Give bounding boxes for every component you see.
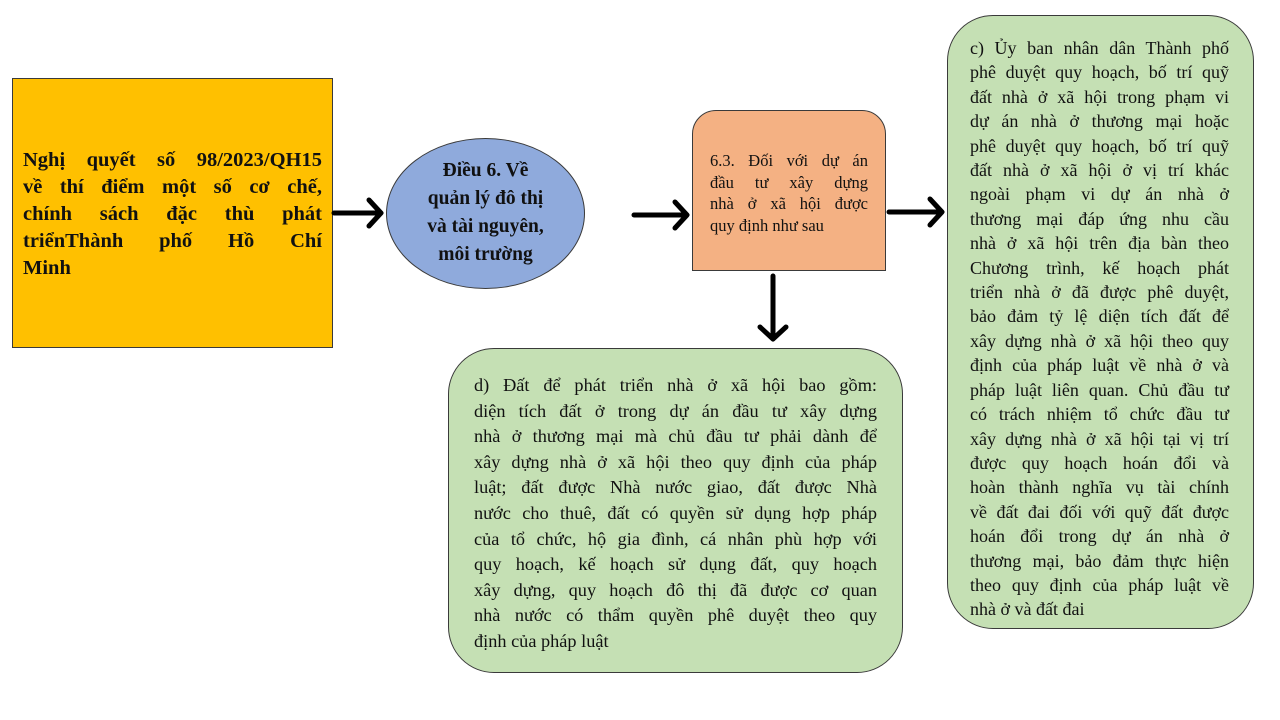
text-line: và tài nguyên, [427, 216, 544, 237]
text-line: Nghị quyết số 98/2023/QH15 [23, 149, 322, 171]
text-line: quy hoạch, kế hoạch sử dụng đất, quy hoạ… [474, 554, 877, 575]
text-line: d) Đất để phát triển nhà ở xã hội bao gồ… [474, 375, 877, 395]
text-line: bảo đảm tỷ lệ diện tích đất để [970, 306, 1229, 327]
text-line: hoán đổi trong dự án nhà ở [970, 526, 1229, 547]
text-line: Minh [23, 257, 71, 279]
text-line: Điều 6. Về [442, 160, 529, 181]
point-c-box: c) Ủy ban nhân dân Thành phố phê duyệt qu… [947, 15, 1254, 629]
text-line: được quy hoạch hoán đổi và [970, 452, 1229, 473]
text-line: c) Ủy ban nhân dân Thành phố [970, 38, 1229, 58]
text-line: nhà ở thương mại mà chủ đầu tư phải dành… [474, 426, 877, 447]
article-ellipse: Điều 6. Về quản lý đô thị và tài nguyên, mô… [386, 138, 585, 289]
text-line: nước cho thuê, đất có quyền sử dụng hợp … [474, 502, 877, 523]
article-text: Điều 6. Về quản lý đô thị và tài nguyên, mô… [387, 157, 584, 269]
text-line: về đất đai đối với quỹ đất được [970, 501, 1229, 522]
text-line: thương mại đáp ứng nhu cầu [970, 208, 1229, 229]
text-line: định của pháp luật [474, 630, 609, 651]
text-line: thương mại, bảo đảm thực hiện [970, 550, 1229, 571]
text-line: của tổ chức, hộ gia đình, cá nhân phù hợ… [474, 528, 877, 549]
text-line: quản lý đô thị [427, 188, 544, 209]
text-line: có trách nhiệm tổ chức đầu tư [970, 404, 1229, 425]
text-line: triển nhà ở đã được phê duyệt, [970, 282, 1229, 303]
text-line: hoàn thành nghĩa vụ tài chính [970, 477, 1229, 498]
text-line: theo quy định của pháp luật về [970, 574, 1229, 595]
text-line: định của pháp luật về nhà ở và [970, 355, 1229, 376]
text-line: phê duyệt quy hoạch, bố trí quỹ [970, 62, 1229, 83]
point-c-text: c) Ủy ban nhân dân Thành phố phê duyệt qu… [970, 36, 1229, 622]
clause-text: 6.3. Đối với dự án đầu tư xây dựng nhà ở x… [710, 150, 868, 236]
text-line: đầu tư xây dựng [710, 172, 868, 192]
text-line: nhà ở và đất đai [970, 599, 1085, 620]
text-line: chính sách đặc thù phát [23, 203, 322, 225]
resolution-box: Nghị quyết số 98/2023/QH15 về thí điểm mộ… [12, 78, 333, 348]
text-line: pháp luật liên quan. Chủ đầu tư [970, 379, 1229, 400]
arrow-down-icon [757, 273, 789, 342]
text-line: 6.3. Đối với dự án [710, 151, 868, 170]
text-line: môi trường [438, 244, 533, 265]
resolution-text: Nghị quyết số 98/2023/QH15 về thí điểm mộ… [23, 147, 322, 282]
arrow-right-icon [631, 199, 690, 231]
text-line: đất nhà ở xã hội ở vị trí khác [970, 160, 1229, 181]
text-line: diện tích đất ở trong dự án đầu tư xây d… [474, 400, 877, 421]
text-line: quy định như sau [710, 215, 824, 235]
text-line: dự án nhà ở thương mại hoặc [970, 111, 1229, 132]
text-line: nhà ở xã hội được [710, 194, 868, 213]
text-line: xây dựng nhà ở xã hội theo quy định của … [474, 451, 877, 472]
text-line: nhà ở xã hội trên địa bàn theo [970, 233, 1229, 254]
text-line: đất nhà ở xã hội trong phạm vi [970, 86, 1229, 107]
text-line: xây dựng nhà ở xã hội theo quy [970, 330, 1229, 351]
text-line: xây dựng, quy hoạch đô thị đã được cơ qu… [474, 579, 877, 600]
text-line: nhà nước có thẩm quyền phê duyệt theo qu… [474, 605, 877, 626]
arrow-right-icon [886, 196, 945, 228]
point-d-box: d) Đất để phát triển nhà ở xã hội bao gồ… [448, 348, 903, 673]
text-line: Chương trình, kế hoạch phát [970, 257, 1229, 278]
point-d-text: d) Đất để phát triển nhà ở xã hội bao gồ… [474, 373, 877, 655]
text-line: luật; đất được Nhà nước giao, đất được N… [474, 477, 877, 498]
arrow-right-icon [331, 197, 384, 229]
text-line: xây dựng nhà ở xã hội tại vị trí [970, 428, 1229, 449]
text-line: ngoài phạm vi dự án nhà ở [970, 184, 1229, 205]
clause-box: 6.3. Đối với dự án đầu tư xây dựng nhà ở x… [692, 110, 886, 271]
text-line: về thí điểm một số cơ chế, [23, 176, 322, 198]
text-line: phê duyệt quy hoạch, bố trí quỹ [970, 135, 1229, 156]
text-line: triểnThành phố Hồ Chí [23, 230, 322, 252]
